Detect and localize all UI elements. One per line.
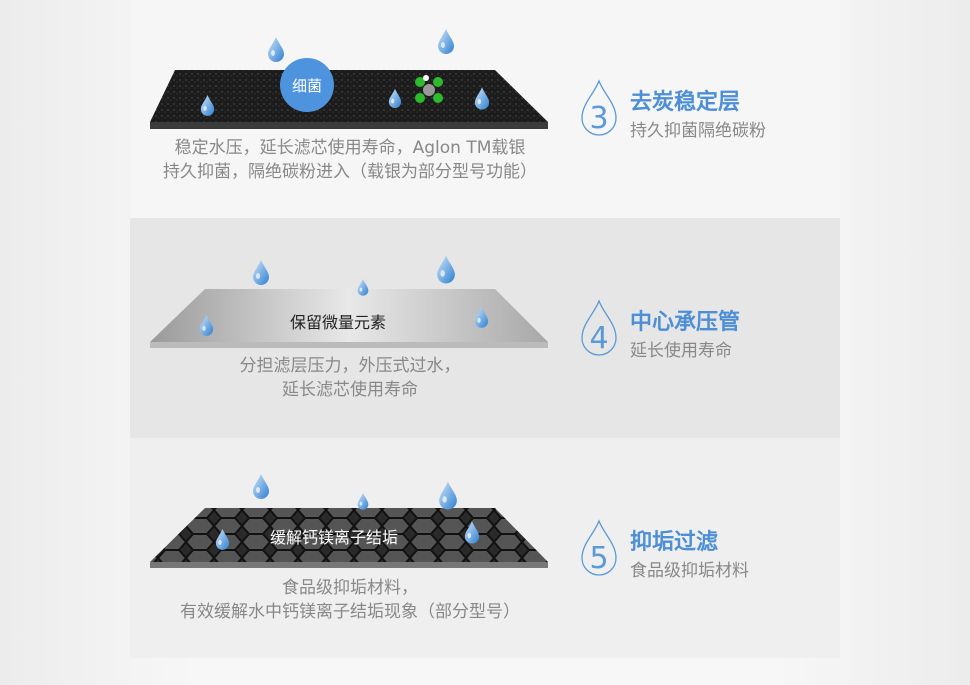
layer-label: 保留微量元素 — [290, 313, 387, 332]
water-drop-icon — [268, 37, 284, 62]
feature-title: 抑垢过滤 — [630, 530, 719, 555]
svg-text:4: 4 — [589, 321, 608, 356]
scale-layer-illustration — [150, 474, 548, 568]
water-drop-icon — [253, 474, 269, 499]
bacteria-badge: 细菌 — [280, 58, 334, 112]
section-center-tube: 保留微量元素 分担滤层压力，外压式过水， 延长滤芯使用寿命 4 中心承压管 延长… — [130, 218, 840, 438]
layer-description: 稳定水压，延长滤芯使用寿命，Aglon TM载银 持久抑菌，隔绝碳粉进入（载银为… — [130, 136, 570, 184]
layer-description: 食品级抑垢材料， 有效缓解水中钙镁离子结垢现象（部分型号） — [130, 576, 570, 624]
feature-heading: 5 抑垢过滤 食品级抑垢材料 — [580, 518, 840, 598]
silver-molecule-icon — [415, 75, 443, 103]
feature-title: 中心承压管 — [630, 310, 741, 335]
description-line: 有效缓解水中钙镁离子结垢现象（部分型号） — [180, 602, 520, 622]
svg-text:5: 5 — [589, 541, 608, 576]
svg-text:3: 3 — [589, 101, 608, 136]
description-line: 分担滤层压力，外压式过水， — [239, 356, 461, 376]
description-line: 稳定水压，延长滤芯使用寿命，Aglon TM载银 — [174, 138, 526, 158]
water-drop-icon — [253, 260, 269, 285]
feature-subtitle: 延长使用寿命 — [630, 341, 732, 361]
description-line: 延长滤芯使用寿命 — [282, 380, 418, 400]
steel-layer-illustration — [150, 255, 548, 348]
feature-subtitle: 持久抑菌隔绝碳粉 — [630, 121, 766, 141]
number-drop-icon: 3 — [581, 79, 617, 136]
feature-heading: 3 去炭稳定层 持久抑菌隔绝碳粉 — [580, 78, 840, 158]
number-drop-icon: 5 — [581, 519, 617, 576]
description-line: 持久抑菌，隔绝碳粉进入（载银为部分型号功能） — [163, 162, 537, 182]
layer-description: 分担滤层压力，外压式过水， 延长滤芯使用寿命 — [130, 354, 570, 402]
water-drop-icon — [439, 481, 457, 510]
water-drop-icon — [437, 255, 455, 284]
section-scale-inhibitor: 缓解钙镁离子结垢 食品级抑垢材料， 有效缓解水中钙镁离子结垢现象（部分型号） 5… — [130, 438, 840, 658]
number-drop-icon: 4 — [581, 299, 617, 356]
section-carbon-layer: 细菌 稳定水压，延长滤芯使用寿命，Aglon TM载银 持久抑菌，隔绝碳粉进入（… — [130, 0, 840, 218]
feature-title: 去炭稳定层 — [630, 90, 741, 115]
layer-label: 缓解钙镁离子结垢 — [270, 528, 399, 547]
water-drop-icon — [357, 279, 369, 296]
water-drop-icon — [438, 29, 454, 54]
description-line: 食品级抑垢材料， — [282, 578, 418, 598]
feature-heading: 4 中心承压管 延长使用寿命 — [580, 298, 840, 378]
carbon-layer-illustration — [150, 29, 548, 129]
feature-subtitle: 食品级抑垢材料 — [630, 561, 749, 581]
water-drop-icon — [357, 493, 369, 510]
